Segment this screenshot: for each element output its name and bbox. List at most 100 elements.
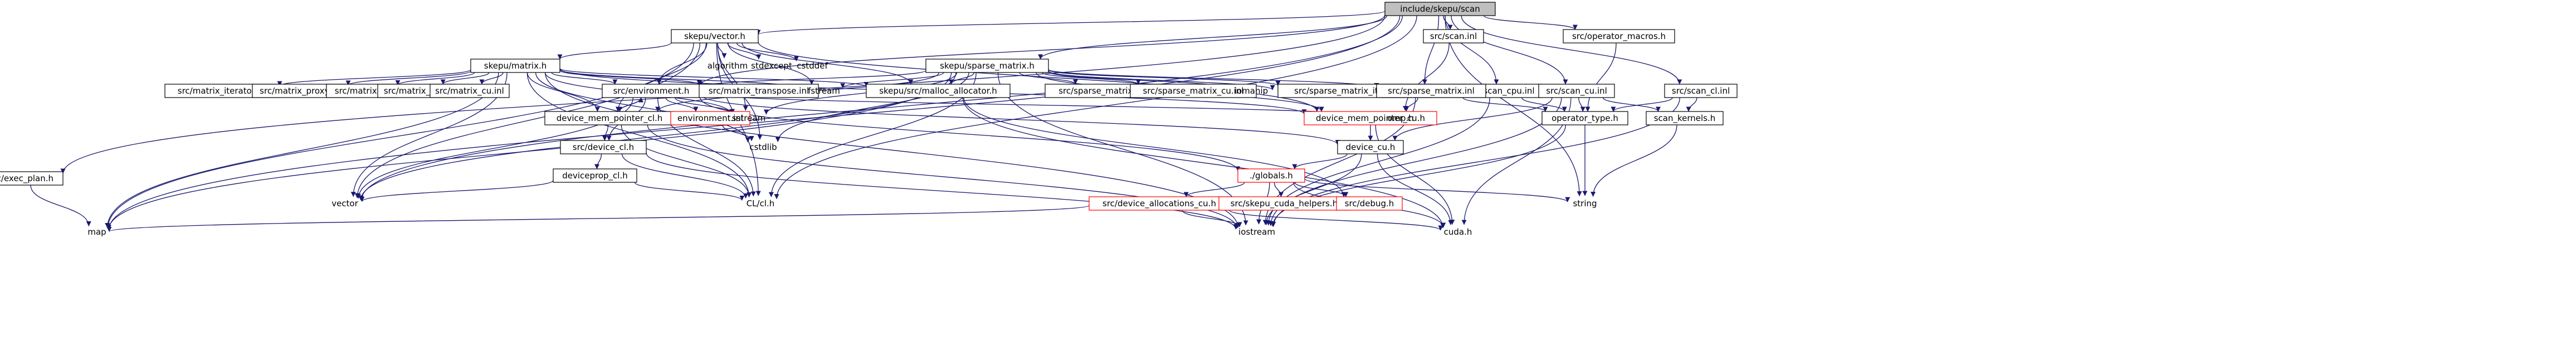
edge-scan_omp-to-omp_h <box>1404 97 1418 111</box>
node-dmp_cu[interactable]: device_mem_pointer_cu.h <box>1304 111 1437 125</box>
node-device_cu[interactable]: device_cu.h <box>1337 140 1404 154</box>
edge-matrix_h-to-cl_h <box>526 72 752 197</box>
edge-device_cu-to-globals <box>1292 153 1348 169</box>
edge-root-to-vector_h <box>755 11 1385 35</box>
node-cstdlib: cstdlib <box>749 142 777 152</box>
node-cuda_h: cuda.h <box>1444 227 1472 237</box>
node-string-label: string <box>1573 198 1597 208</box>
edge-alloc-to-cuda_h <box>962 97 1446 229</box>
node-root[interactable]: include/skepu/scan <box>1384 2 1496 16</box>
edge-root-to-env <box>697 14 1385 86</box>
node-string: string <box>1573 198 1597 208</box>
edge-vector_h-to-dmp_cu <box>758 41 1320 112</box>
node-matrix_h[interactable]: skepu/matrix.h <box>470 59 560 73</box>
edge-root-to-vector_std <box>359 15 1403 201</box>
edge-sparse_h-to-fstream <box>840 72 944 89</box>
node-iostream: iostream <box>1238 227 1275 237</box>
edge-dmp_cl-to-env <box>619 97 644 112</box>
edge-matrix_h-to-alloc <box>559 68 869 88</box>
edge-dev_alloc-to-iostream <box>1182 210 1242 227</box>
node-sp_inl[interactable]: src/sparse_matrix.inl <box>1376 84 1486 98</box>
node-m_inl-label: src/matrix.inl <box>335 86 389 96</box>
node-operator_type-box <box>1541 111 1628 125</box>
node-debug-label: src/debug.h <box>1345 198 1394 208</box>
edge-globals-to-string <box>1304 178 1570 202</box>
node-globals[interactable]: ./globals.h <box>1237 168 1305 183</box>
node-m_cu[interactable]: src/matrix_cu.inl <box>430 84 510 98</box>
node-alloc-label: skepu/src/malloc_allocator.h <box>879 86 997 96</box>
edge-scan_cl-to-scan_kernels <box>1686 97 1697 112</box>
edge-vector_h-to-fstream <box>728 42 814 85</box>
node-operator_type[interactable]: operator_type.h <box>1541 111 1628 125</box>
node-cstdlib-label: cstdlib <box>749 142 777 152</box>
edge-scan_kernels-to-string <box>1591 124 1677 197</box>
node-scan_cl[interactable]: src/scan_cl.inl <box>1664 84 1738 98</box>
edge-env-to-env_inl <box>665 97 699 112</box>
node-exec_plan[interactable]: src/exec_plan.h <box>0 171 64 186</box>
edge-root-to-scan_cu <box>1451 15 1568 85</box>
node-fstream-label: fstream <box>808 86 840 96</box>
edge-sparse_h-to-sp_iter <box>1048 69 1281 86</box>
edge-env_inl-to-cstdlib <box>722 124 754 142</box>
edge-matrix_h-to-m_iter <box>277 69 471 86</box>
node-sp_cu[interactable]: src/sparse_matrix_cu.inl <box>1130 84 1257 98</box>
node-opmacros[interactable]: src/operator_macros.h <box>1563 29 1675 43</box>
node-debug[interactable]: src/debug.h <box>1336 196 1403 211</box>
edge-scan_cu-to-scan_kernels <box>1602 97 1661 112</box>
edge-globals-to-debug <box>1294 182 1349 197</box>
node-scan_cu-box <box>1538 84 1615 98</box>
node-m_transpose[interactable]: src/matrix_transpose.inl <box>699 84 819 98</box>
node-iomanip: iomanip <box>1235 86 1268 96</box>
node-env_inl[interactable]: environment.inl <box>670 111 750 125</box>
node-dmp_cl-label: device_mem_pointer_cl.h <box>557 113 663 124</box>
edge-exec_plan-to-map <box>30 185 91 227</box>
edge-scan_inl-to-omp_h <box>1403 42 1450 111</box>
node-fstream: fstream <box>808 86 840 96</box>
node-sparse_h[interactable]: skepu/sparse_matrix.h <box>925 59 1049 73</box>
node-device_cu-box <box>1337 140 1404 154</box>
node-device_cl[interactable]: src/device_cl.h <box>560 140 647 154</box>
node-env[interactable]: src/environment.h <box>602 84 701 98</box>
edge-vector_h-to-sstream <box>717 42 748 111</box>
node-vector_h-box <box>671 29 759 43</box>
edge-matrix_h-to-cstdlib <box>535 72 750 143</box>
node-sp_inl-label: src/sparse_matrix.inl <box>1388 86 1475 96</box>
node-sstream: sstream <box>732 113 765 123</box>
node-dev_alloc[interactable]: src/device_allocations_cu.h <box>1089 196 1230 211</box>
edge-matrix_h-to-m_cu <box>479 72 504 85</box>
edges-layer <box>30 11 1697 232</box>
node-scan_inl[interactable]: src/scan.inl <box>1423 29 1484 43</box>
node-device_cu-label: device_cu.h <box>1346 142 1396 153</box>
node-vector_h[interactable]: skepu/vector.h <box>671 29 759 43</box>
edge-vector_h-to-matrix_h <box>557 42 672 60</box>
edge-device_cu-to-iostream <box>1263 153 1362 225</box>
node-dmp_cl[interactable]: device_mem_pointer_cl.h <box>544 111 675 125</box>
node-cl_h: CL/cl.h <box>747 198 775 208</box>
edge-deviceprop-to-cl_h <box>634 182 745 201</box>
node-root-box <box>1384 2 1496 16</box>
node-omp_h-label: omp.h <box>1387 113 1414 123</box>
node-scan_kernels[interactable]: scan_kernels.h <box>1646 111 1724 125</box>
node-cstddef-label: cstddef <box>797 61 828 71</box>
node-scan_inl-label: src/scan.inl <box>1430 31 1477 41</box>
node-device_cl-box <box>560 140 647 154</box>
edge-matrix_h-to-map <box>105 72 499 229</box>
node-sp_cu-box <box>1130 84 1257 98</box>
node-m_transpose-label: src/matrix_transpose.inl <box>709 86 809 96</box>
node-root-label: include/skepu/scan <box>1400 4 1480 14</box>
node-opmacros-box <box>1563 29 1675 43</box>
node-scan_cu[interactable]: src/scan_cu.inl <box>1538 84 1615 98</box>
node-map: map <box>87 227 106 237</box>
node-algorithm-label: algorithm <box>708 61 748 71</box>
node-deviceprop[interactable]: deviceprop_cl.h <box>553 168 637 183</box>
node-operator_type-label: operator_type.h <box>1552 113 1618 124</box>
edge-device_cl-to-iostream <box>646 152 1238 230</box>
node-m_proxy-label: src/matrix_proxy.inl <box>260 86 341 96</box>
node-env-label: src/environment.h <box>613 86 690 96</box>
edge-vector_h-to-alloc <box>741 42 914 85</box>
node-cuda_helpers[interactable]: src/skepu_cuda_helpers.h <box>1218 196 1350 211</box>
node-alloc[interactable]: skepu/src/malloc_allocator.h <box>866 84 1011 98</box>
node-env_inl-label: environment.inl <box>677 113 743 123</box>
edge-scan_cpu-to-operator_type <box>1521 97 1567 112</box>
edge-scan_omp-to-operator_type <box>1462 97 1548 112</box>
